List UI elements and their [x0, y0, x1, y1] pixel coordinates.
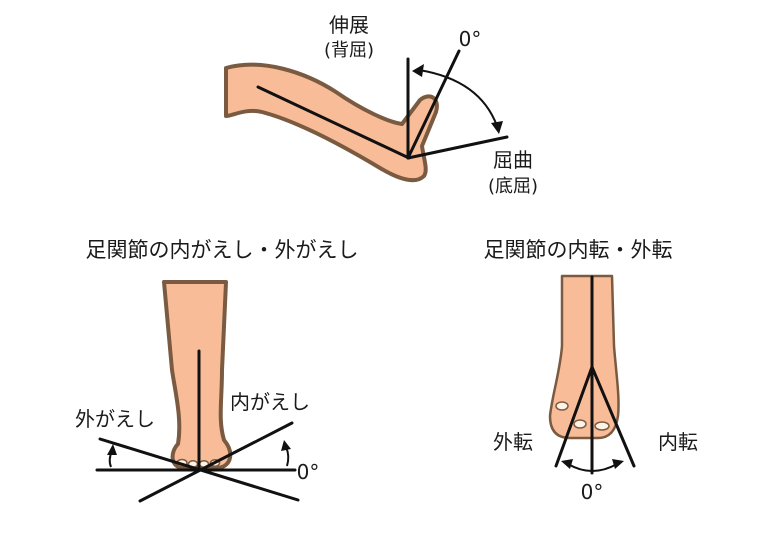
toe-nail — [573, 419, 587, 429]
zero-degree-label-middle: 0° — [297, 460, 320, 484]
adduction-line — [590, 365, 636, 468]
zero-degree-label-bottom: 0° — [581, 480, 604, 504]
extension-label: 伸展 — [329, 13, 369, 37]
toe-nail — [555, 401, 569, 411]
arc-arrowhead-top — [412, 64, 424, 77]
adduction-label: 内転 — [658, 430, 698, 454]
plantarflexion-line — [406, 135, 509, 160]
rotation-arrowhead-left — [561, 459, 573, 469]
front-leg-shape — [162, 280, 233, 470]
flexion-label: 屈曲 — [493, 148, 533, 172]
flexion-sub-label: (底屈) — [488, 176, 538, 197]
flexion-range-arc — [418, 69, 498, 127]
rotation-arrowhead-right — [612, 459, 624, 469]
extension-sub-label: (背屈) — [324, 40, 374, 61]
leg-axis-line — [256, 85, 411, 160]
abduction-label: 外転 — [493, 430, 533, 454]
rotation-range-arc — [567, 463, 618, 472]
foot-toes — [555, 401, 610, 431]
toe-nail — [594, 421, 610, 431]
zero-degree-label-top: 0° — [459, 27, 482, 51]
figure-abduction-adduction: 足関節の内転・外転 外転 内転 0° — [484, 238, 699, 504]
top-foot-shape — [548, 274, 620, 440]
abduction-line — [554, 365, 594, 468]
arc-arrowhead-bottom — [491, 121, 503, 134]
figure-flexion-extension: 伸展 (背屈) 0° 屈曲 (底屈) — [224, 13, 538, 197]
eversion-label: 外がえし — [75, 407, 155, 431]
inversion-line — [138, 421, 294, 503]
inversion-eversion-title: 足関節の内がえし・外がえし — [86, 238, 359, 262]
figure-inversion-eversion: 足関節の内がえし・外がえし 外がえし 内がえし 0° — [75, 238, 359, 503]
dorsiflexion-line — [406, 49, 461, 160]
inversion-arrowhead — [281, 440, 291, 451]
eversion-arrowhead — [107, 444, 117, 455]
inversion-label: 内がえし — [230, 390, 310, 414]
abduction-adduction-title: 足関節の内転・外転 — [484, 238, 673, 262]
